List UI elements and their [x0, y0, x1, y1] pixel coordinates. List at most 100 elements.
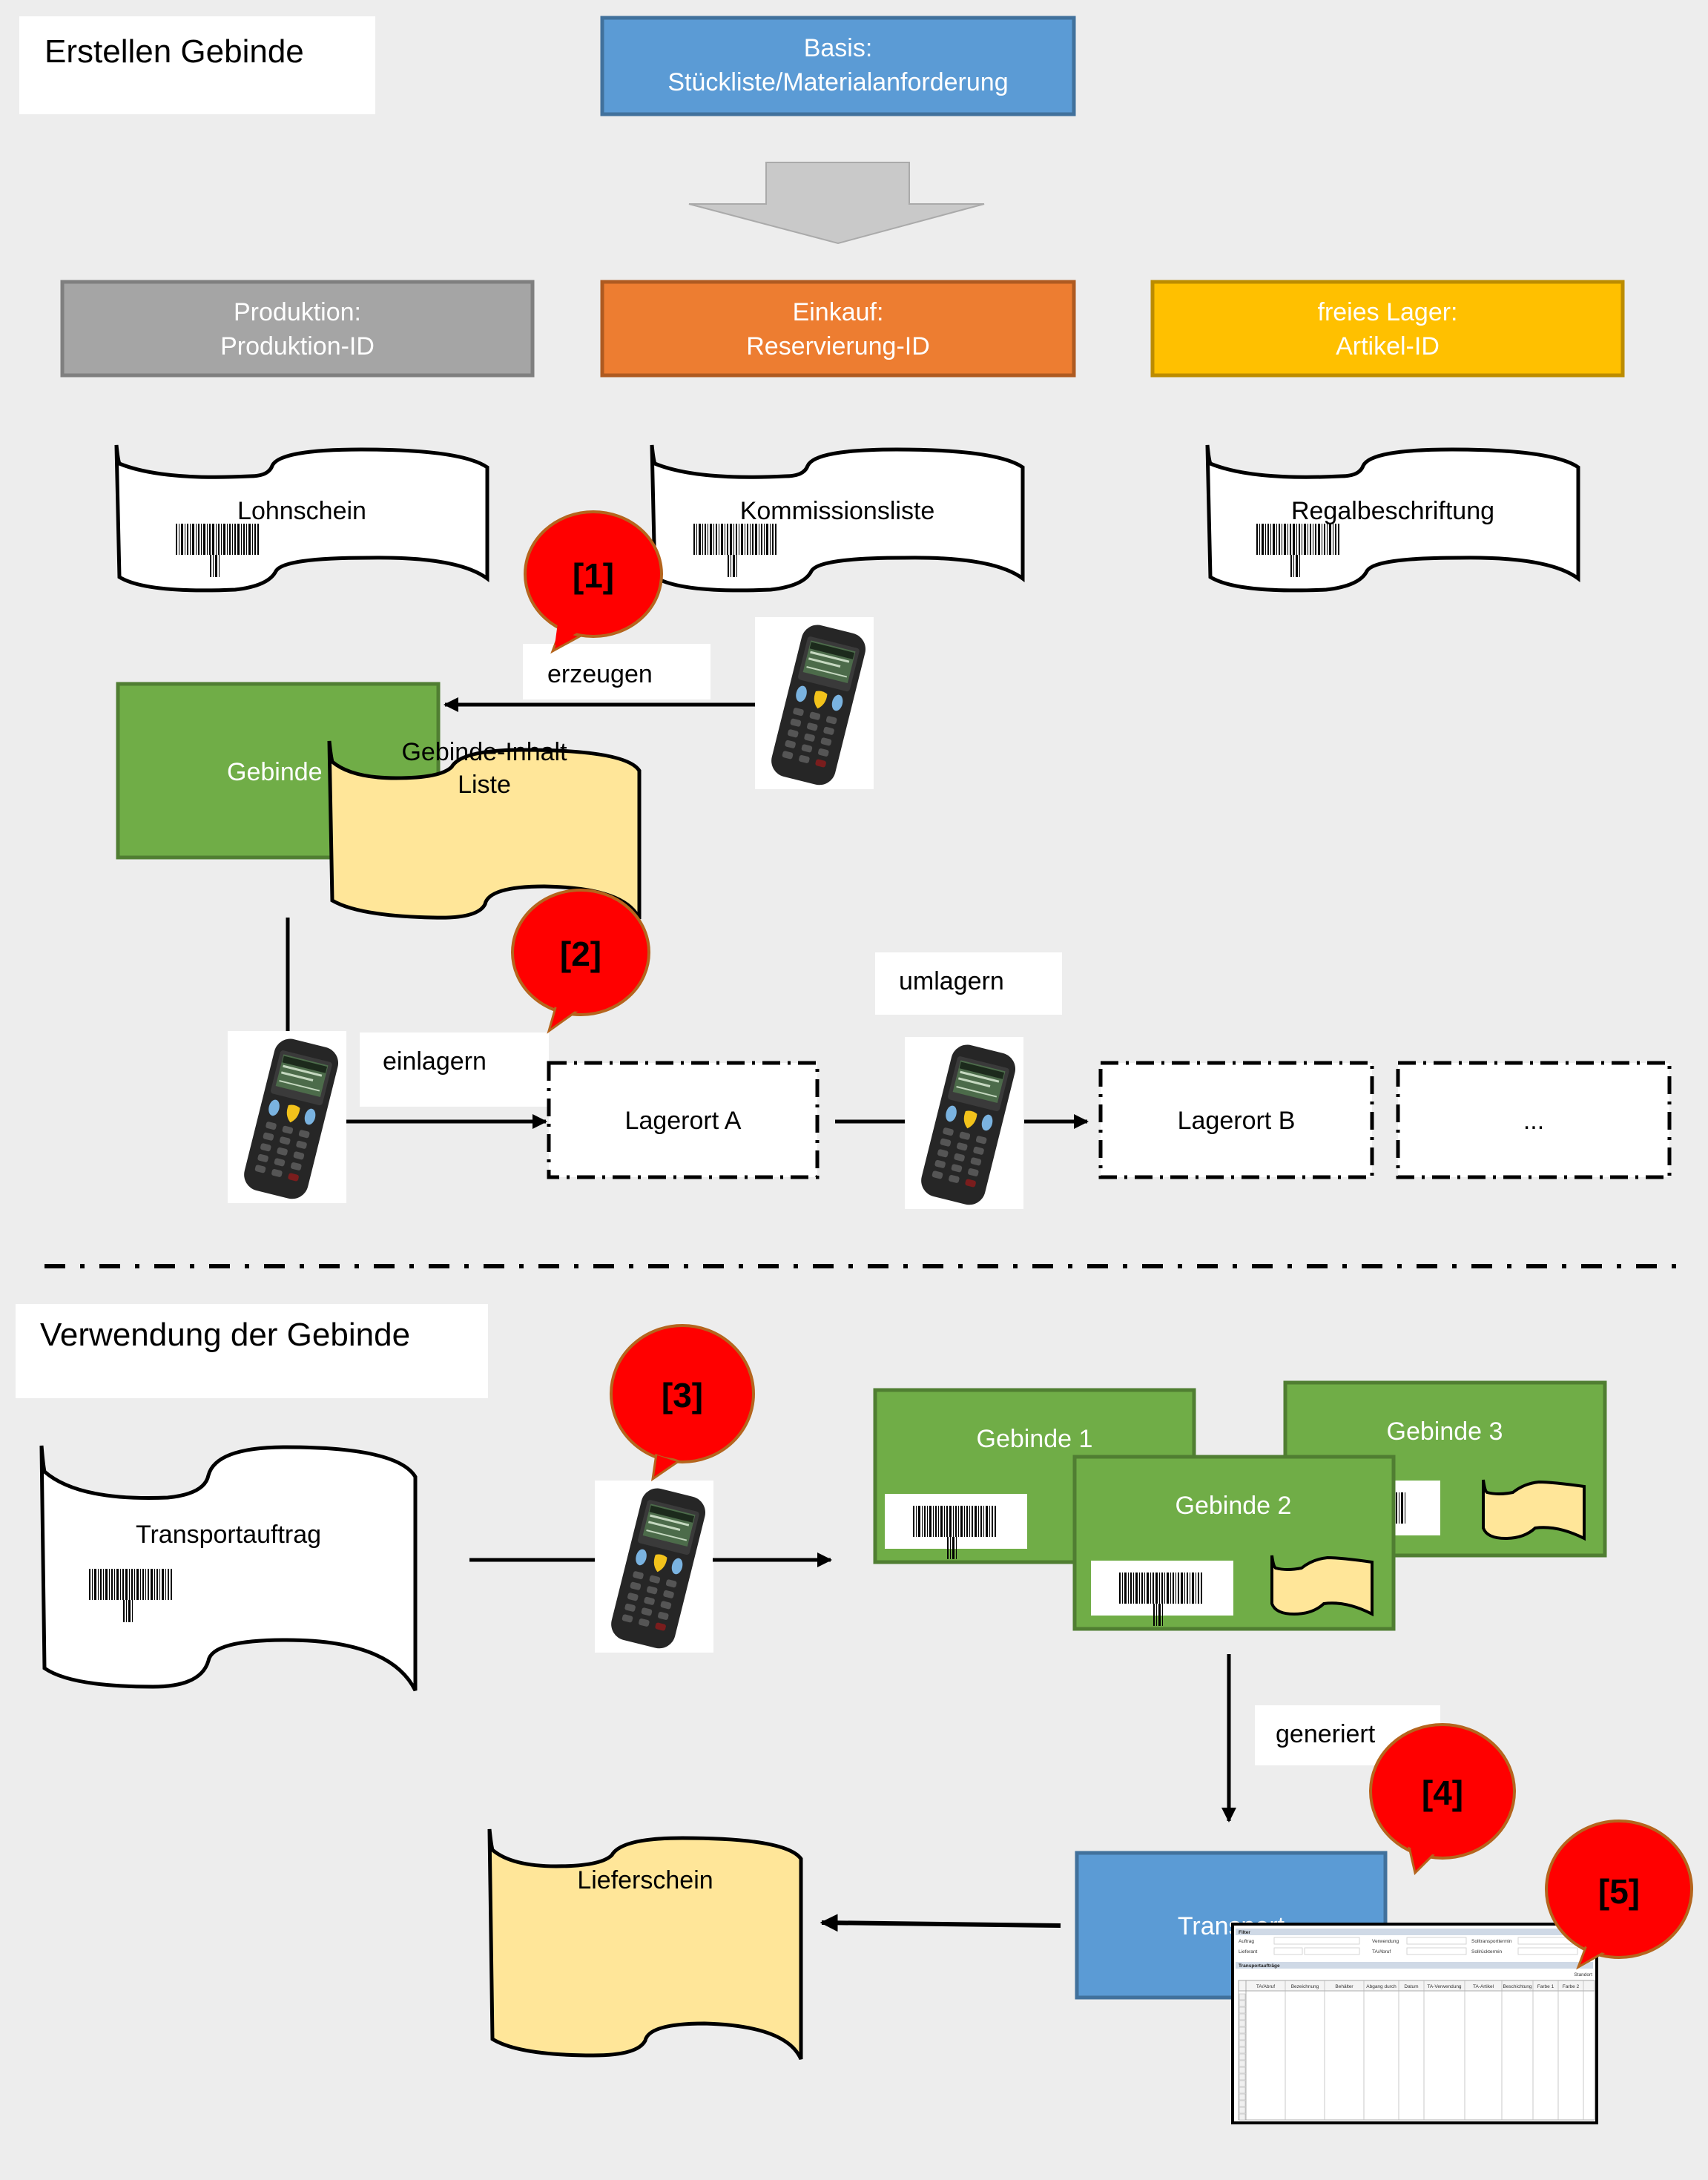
form-field-auftrag: Auftrag: [1239, 1939, 1254, 1944]
location-a-label: Lagerort A: [625, 1107, 742, 1135]
form-field-verwendung: Verwendung: [1372, 1939, 1399, 1944]
transport-form-screenshot: Filter Auftrag Lieferant Verwendung TA/A…: [1231, 1923, 1598, 2124]
arrow-lieferschein: [820, 1914, 1061, 1932]
regalbeschriftung-label: Regalbeschriftung: [1291, 497, 1494, 525]
lager-line2: Artikel-ID: [1336, 332, 1440, 360]
source-box-produktion: Produktion: Produktion-ID: [60, 280, 535, 378]
callout-5: [5]: [1545, 1820, 1693, 1970]
callout-5-label: [5]: [1598, 1872, 1640, 1911]
form-row-selector[interactable]: [1239, 2040, 1246, 2047]
form-column-header[interactable]: Abgang durch: [1366, 1984, 1397, 1989]
form-column-header[interactable]: Datum: [1404, 1984, 1418, 1989]
einkauf-line1: Einkauf:: [793, 298, 884, 326]
section-title-verwendung: Verwendung der Gebinde: [40, 1317, 410, 1353]
form-table: TA/Abruf Bezeichnung Behälter Abgang durch D…: [1238, 1980, 1595, 2121]
form-row-selector[interactable]: [1239, 2046, 1246, 2054]
gebinde-2-label: Gebinde 2: [1176, 1492, 1292, 1520]
scanner-icon: [905, 1037, 1023, 1209]
callout-1: [1]: [524, 510, 663, 654]
callout-3: [3]: [610, 1324, 755, 1482]
section-title-box-2: [16, 1304, 488, 1398]
einlagern-label: einlagern: [383, 1047, 487, 1076]
form-row-selector[interactable]: [1239, 2033, 1246, 2041]
form-column-header[interactable]: TA-Artikel: [1473, 1984, 1494, 1989]
source-box-einkauf: Einkauf: Reservierung-ID: [600, 280, 1076, 378]
callout-2: [2]: [511, 889, 650, 1034]
basis-label-line1: Basis:: [804, 34, 873, 62]
produktion-line2: Produktion-ID: [220, 332, 375, 360]
form-filter-title: Filter: [1239, 1930, 1250, 1935]
basis-label-line2: Stückliste/Materialanforderung: [667, 68, 1008, 96]
source-box-lager: freies Lager: Artikel-ID: [1150, 280, 1625, 378]
form-input-verwendung[interactable]: [1406, 1937, 1467, 1945]
form-column-header[interactable]: TA-Verwendung: [1427, 1984, 1462, 1989]
form-row-selector[interactable]: [1239, 2113, 1246, 2121]
lohnschein-label: Lohnschein: [237, 497, 366, 525]
gebinde-inhalt-line2: Liste: [458, 771, 511, 799]
form-standort-label: Standort: [1574, 1972, 1592, 1978]
form-row-selector[interactable]: [1239, 2013, 1246, 2021]
form-column-header[interactable]: Bezeichnung: [1291, 1984, 1319, 1989]
form-row-selector[interactable]: [1239, 2020, 1246, 2027]
form-row-selector[interactable]: [1239, 2026, 1246, 2034]
location-more: [1396, 1061, 1672, 1179]
document-gebinde-inhalt: Gebinde-Inhalt Liste: [327, 738, 642, 921]
document-regalbeschriftung: Regalbeschriftung: [1205, 444, 1580, 593]
gebinde-inhalt-line1: Gebinde-Inhalt: [401, 738, 567, 766]
erzeugen-label: erzeugen: [547, 660, 653, 688]
form-row-selector[interactable]: [1239, 2093, 1246, 2101]
form-input-lieferant-b[interactable]: [1304, 1947, 1360, 1955]
form-row-selector[interactable]: [1239, 2000, 1246, 2007]
form-column-header[interactable]: Beschichtung: [1503, 1984, 1531, 1989]
form-row-selector[interactable]: [1239, 2053, 1246, 2061]
location-b: [1098, 1061, 1374, 1179]
form-input-auftrag[interactable]: [1273, 1937, 1360, 1945]
form-field-sollruecktermin: Sollrücktermin: [1471, 1949, 1503, 1955]
form-row-selector[interactable]: [1239, 1993, 1246, 2000]
form-row-selector[interactable]: [1239, 2100, 1246, 2107]
form-row-selector[interactable]: [1239, 2080, 1246, 2087]
section-title-box: [19, 16, 375, 114]
document-lohnschein: Lohnschein: [114, 444, 489, 593]
form-column-header[interactable]: Farbe 1: [1537, 1984, 1554, 1989]
form-input-lieferant-a[interactable]: [1273, 1947, 1303, 1955]
document-transportauftrag: Transportauftrag: [39, 1445, 418, 1692]
callout-2-label: [2]: [560, 935, 601, 973]
location-b-label: Lagerort B: [1178, 1107, 1296, 1135]
form-row-selector[interactable]: [1239, 2067, 1246, 2074]
callout-4-label: [4]: [1422, 1774, 1463, 1812]
gebinde-1-label: Gebinde 1: [977, 1425, 1093, 1453]
form-column-header[interactable]: Behälter: [1335, 1984, 1353, 1989]
einkauf-line2: Reservierung-ID: [746, 332, 930, 360]
produktion-line1: Produktion:: [234, 298, 361, 326]
form-row-selector[interactable]: [1239, 2087, 1246, 2094]
umlagern-label-box: [875, 952, 1062, 1015]
location-a: [547, 1061, 820, 1179]
scanner-icon: [228, 1031, 346, 1203]
document-lieferschein: Lieferschein: [487, 1828, 803, 2061]
form-input-sollruecktermin[interactable]: [1517, 1947, 1578, 1955]
callout-3-label: [3]: [662, 1376, 703, 1415]
section-title-erstellen: Erstellen Gebinde: [44, 33, 304, 70]
lieferschein-label: Lieferschein: [577, 1866, 713, 1894]
kommissionsliste-label: Kommissionsliste: [740, 497, 935, 525]
form-row-selector[interactable]: [1239, 2073, 1246, 2081]
document-kommissionsliste: Kommissionsliste: [650, 444, 1025, 593]
gebinde-label: Gebinde: [227, 758, 323, 786]
lager-line1: freies Lager:: [1318, 298, 1458, 326]
gebinde-3-label: Gebinde 3: [1387, 1417, 1503, 1446]
form-column-header[interactable]: TA/Abruf: [1256, 1984, 1275, 1989]
location-more-label: ...: [1523, 1107, 1544, 1135]
form-row-selector[interactable]: [1239, 2060, 1246, 2067]
form-section-title: Transportaufträge: [1239, 1963, 1280, 1969]
basis-box: [600, 16, 1076, 116]
form-row-selector[interactable]: [1239, 2107, 1246, 2114]
form-column-header[interactable]: Farbe 2: [1563, 1984, 1580, 1989]
container-gebinde-2: Gebinde 2: [1072, 1455, 1396, 1631]
form-field-lieferant: Lieferant: [1239, 1949, 1257, 1955]
form-row-selector[interactable]: [1239, 2006, 1246, 2014]
umlagern-label: umlagern: [899, 967, 1004, 995]
transportauftrag-label: Transportauftrag: [136, 1521, 321, 1549]
form-input-ta-abruf[interactable]: [1406, 1947, 1467, 1955]
